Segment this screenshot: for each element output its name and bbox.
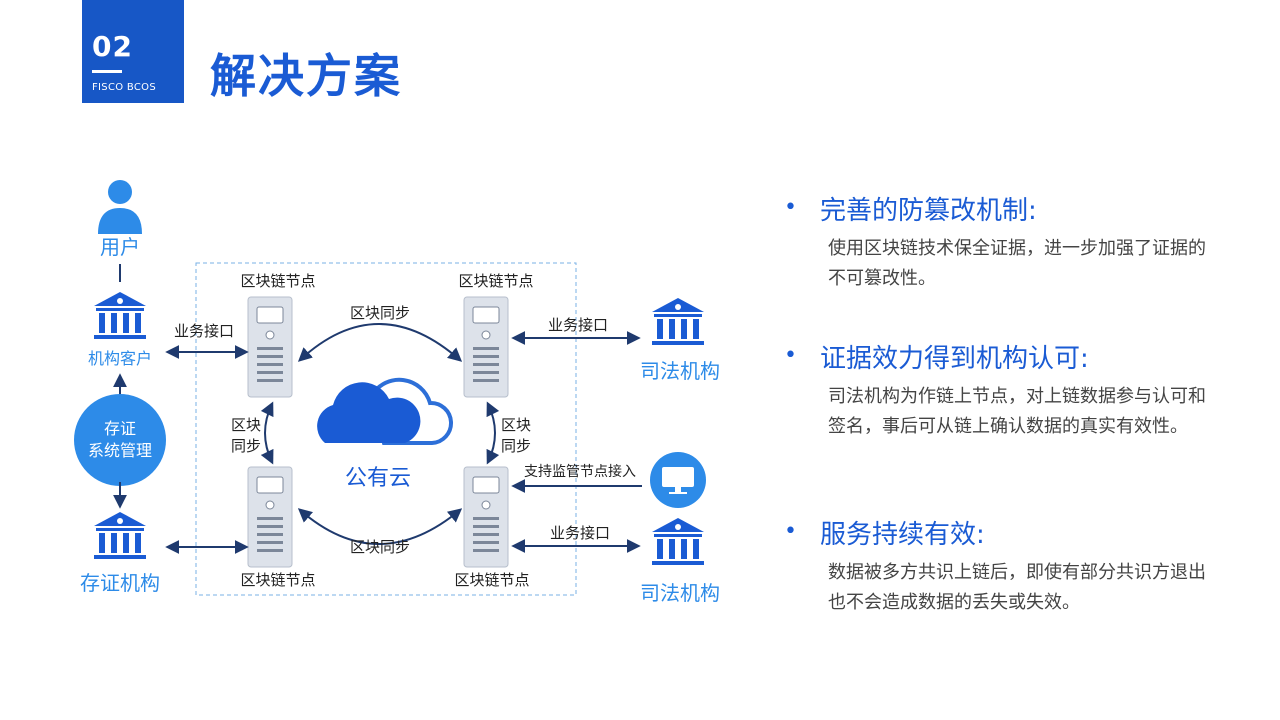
public-cloud-region	[195, 262, 577, 596]
server-icon-tl	[247, 296, 293, 398]
biz-left-label: 业务接口	[174, 322, 234, 340]
bullet-icon: •	[784, 519, 797, 544]
biz-right-top-label: 业务接口	[548, 316, 608, 334]
mgmt-circle	[74, 394, 166, 486]
client-bank-icon	[94, 292, 146, 339]
user-icon	[98, 180, 142, 234]
sync-left-arc	[260, 401, 274, 465]
sync-top-arc	[297, 323, 463, 362]
client-label: 机构客户	[88, 349, 152, 368]
mgmt-label-2: 系统管理	[88, 441, 152, 460]
point-desc: 司法机构为作链上节点，对上链数据参与认可和签名，事后可从链上确认数据的真实有效性…	[828, 386, 1206, 437]
section-subtitle: FISCO BCOS	[92, 82, 156, 93]
regulator-label: 支持监管节点接入	[524, 463, 636, 480]
sync-top-label: 区块同步	[350, 304, 410, 322]
evidence-bank-icon	[94, 512, 146, 559]
sync-bottom-label: 区块同步	[350, 538, 410, 556]
point-desc: 数据被多方共识上链后，即使有部分共识方退出也不会造成数据的丢失或失效。	[828, 562, 1206, 613]
sync-right-arc	[486, 401, 500, 465]
sync-left-label-1: 区块	[231, 416, 261, 434]
cloud-label: 公有云	[345, 466, 411, 491]
node-label-br: 区块链节点	[454, 571, 529, 589]
architecture-diagram: 用户 机构客户 存证 系统管理 存证机构 区块链节点 区块链节点 区块链节点 区…	[74, 180, 720, 605]
sync-right-label-1: 区块	[501, 416, 531, 434]
judicial-label-bottom: 司法机构	[640, 581, 720, 605]
bullet-icon: •	[784, 343, 797, 368]
point-desc: 使用区块链技术保全证据，进一步加强了证据的不可篡改性。	[828, 238, 1206, 289]
biz-right-bottom-label: 业务接口	[550, 524, 610, 542]
page-title: 解决方案	[210, 49, 402, 103]
monitor-icon	[650, 452, 706, 508]
server-icon-bl	[247, 466, 293, 568]
point-title: 证据效力得到机构认可:	[820, 344, 1089, 374]
node-label-bl: 区块链节点	[240, 571, 315, 589]
server-icon-br	[463, 466, 509, 568]
section-badge: 02 FISCO BCOS	[82, 0, 184, 103]
node-label-tl: 区块链节点	[240, 272, 315, 290]
section-number: 02	[92, 30, 133, 63]
server-icon-tr	[463, 296, 509, 398]
sync-right-label-2: 同步	[501, 437, 531, 455]
evidence-org-label: 存证机构	[80, 571, 160, 595]
judicial-bank-icon-top	[652, 298, 704, 345]
judicial-label-top: 司法机构	[640, 359, 720, 383]
bullet-icon: •	[784, 195, 797, 220]
judicial-bank-icon-bottom	[652, 518, 704, 565]
sync-bottom-arc	[297, 508, 463, 545]
node-label-tr: 区块链节点	[458, 272, 533, 290]
user-label: 用户	[100, 235, 140, 259]
point-title: 服务持续有效:	[820, 520, 985, 550]
cloud-icon	[317, 377, 454, 445]
badge-divider	[92, 70, 122, 73]
sync-left-label-2: 同步	[231, 437, 261, 455]
point-title: 完善的防篡改机制:	[820, 196, 1037, 226]
mgmt-label-1: 存证	[104, 419, 136, 438]
